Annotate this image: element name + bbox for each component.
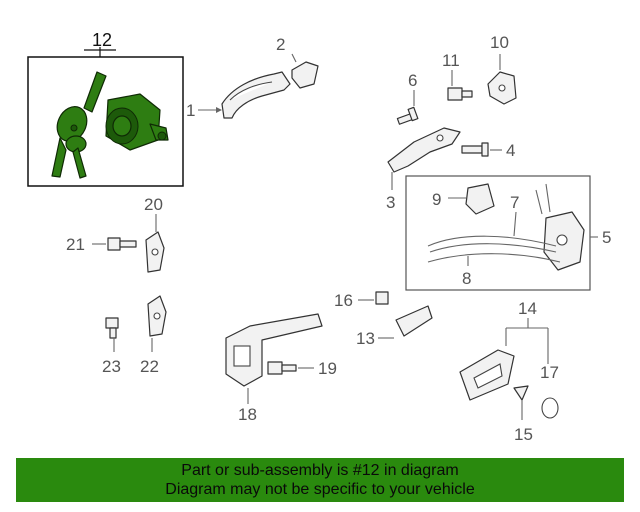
- callout-4: 4: [506, 141, 515, 160]
- part-15-screw[interactable]: [513, 385, 529, 420]
- callout-12: 12: [92, 30, 112, 50]
- part-20-hinge[interactable]: [145, 214, 165, 273]
- callout-9: 9: [432, 190, 441, 209]
- part-22-hinge[interactable]: [147, 295, 167, 352]
- callout-1: 1: [186, 101, 195, 120]
- part-17-plug[interactable]: [541, 397, 559, 419]
- callout-6: 6: [408, 71, 417, 90]
- callout-8: 8: [462, 269, 471, 288]
- callout-23: 23: [102, 357, 121, 376]
- part-1-outside-handle[interactable]: [198, 71, 291, 119]
- part-21-bolt[interactable]: [92, 237, 137, 251]
- part-3-handle-bracket[interactable]: [387, 127, 461, 190]
- callout-18: 18: [238, 405, 257, 424]
- callout-13: 13: [356, 329, 375, 348]
- callout-5: 5: [602, 228, 611, 247]
- banner-line-2: Diagram may not be specific to your vehi…: [165, 481, 475, 498]
- part-12-lock-set[interactable]: [27, 47, 184, 187]
- part-5-lock-assembly[interactable]: [405, 175, 598, 291]
- part-10-striker[interactable]: [487, 54, 517, 105]
- part-6-bolt[interactable]: [396, 90, 419, 125]
- part-16-clip[interactable]: [358, 291, 389, 305]
- callout-14: 14: [518, 299, 537, 318]
- callout-15: 15: [514, 425, 533, 444]
- part-18-door-check[interactable]: [225, 313, 323, 404]
- part-14-inside-handle[interactable]: [459, 318, 549, 401]
- callout-21: 21: [66, 235, 85, 254]
- callout-10: 10: [490, 33, 509, 52]
- callout-11: 11: [442, 51, 460, 70]
- callout-17: 17: [540, 363, 559, 382]
- part-23-bolt[interactable]: [105, 317, 119, 352]
- part-7-cable[interactable]: [427, 211, 557, 253]
- callout-20: 20: [144, 195, 163, 214]
- part-2-handle-cap[interactable]: [291, 53, 319, 89]
- callout-16: 16: [334, 291, 353, 310]
- part-13-bracket[interactable]: [378, 305, 433, 339]
- callout-19: 19: [318, 359, 337, 378]
- part-9-clip[interactable]: [448, 183, 495, 215]
- banner-line-1: Part or sub-assembly is #12 in diagram: [181, 462, 459, 479]
- info-banner: Part or sub-assembly is #12 in diagram D…: [16, 458, 624, 502]
- part-8-cable[interactable]: [427, 253, 561, 266]
- callout-3: 3: [386, 193, 395, 212]
- callout-2: 2: [276, 35, 285, 54]
- callout-7: 7: [510, 193, 519, 212]
- part-4-bolt[interactable]: [461, 142, 502, 157]
- callout-22: 22: [140, 357, 159, 376]
- part-19-bolt[interactable]: [267, 361, 314, 375]
- part-11-bolt[interactable]: [447, 70, 473, 101]
